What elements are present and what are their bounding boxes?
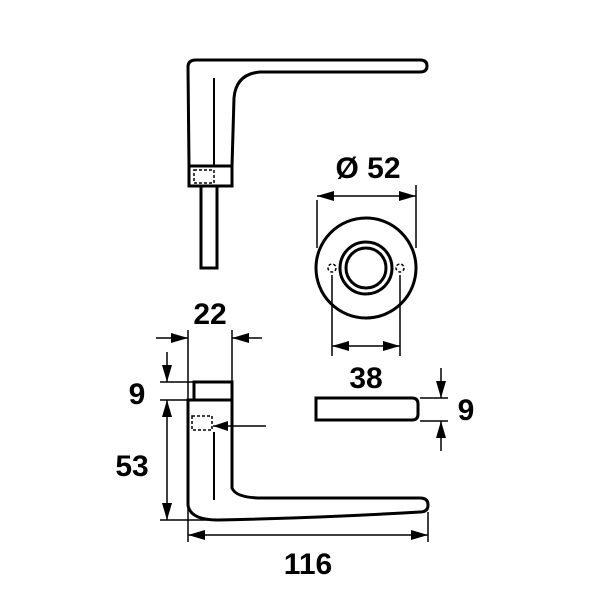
arrowhead — [162, 503, 172, 520]
arrowhead — [332, 341, 349, 351]
rosette-diameter-label: Ø 52 — [335, 152, 400, 185]
top-handle-set-screw — [193, 169, 215, 184]
neck-width-label: 22 — [193, 298, 226, 331]
dimension-rosette-diameter: Ø 52 — [316, 152, 417, 248]
rosette-screw-hole-right — [395, 263, 405, 273]
arrowhead — [171, 333, 188, 343]
rosette-hole — [344, 246, 388, 290]
top-handle-side-view — [186, 58, 429, 270]
dimension-neck-height: 9 — [129, 352, 194, 411]
rosette-side-profile — [314, 396, 420, 422]
dimension-handle-length: 116 — [187, 505, 429, 581]
bottom-handle-neck — [192, 380, 234, 402]
arrowhead — [436, 421, 446, 438]
dimension-handle-height: 53 — [115, 400, 216, 521]
arrowhead — [399, 191, 416, 201]
rosette-thickness-label: 9 — [458, 394, 475, 427]
rosette-side-view — [314, 396, 420, 422]
bottom-handle-side-view — [186, 380, 430, 522]
arrowhead — [436, 381, 446, 398]
screw-spacing-label: 38 — [349, 362, 382, 395]
top-handle-spindle — [199, 184, 219, 270]
arrowhead — [162, 365, 172, 382]
rosette-front-view — [314, 216, 418, 320]
dimension-neck-width: 22 — [156, 298, 262, 400]
arrowhead — [383, 341, 400, 351]
handle-length-label: 116 — [284, 548, 332, 581]
arrowhead — [232, 333, 249, 343]
arrowhead — [317, 191, 334, 201]
dimension-rosette-thickness: 9 — [420, 368, 474, 451]
rosette-screw-hole-left — [327, 263, 337, 273]
top-handle-lever — [186, 58, 429, 168]
rosette-outer-circle — [314, 216, 418, 320]
arrowhead — [162, 400, 172, 417]
neck-height-label: 9 — [129, 378, 146, 411]
handle-height-label: 53 — [115, 450, 148, 483]
arrowhead — [188, 530, 205, 540]
bottom-handle-set-screw — [191, 415, 213, 431]
arrowhead — [213, 421, 228, 431]
rosette-inner-ring — [338, 240, 394, 296]
dimension-screw-spacing: 38 — [331, 275, 401, 395]
bottom-handle-lever — [186, 398, 430, 522]
arrowhead — [411, 530, 428, 540]
